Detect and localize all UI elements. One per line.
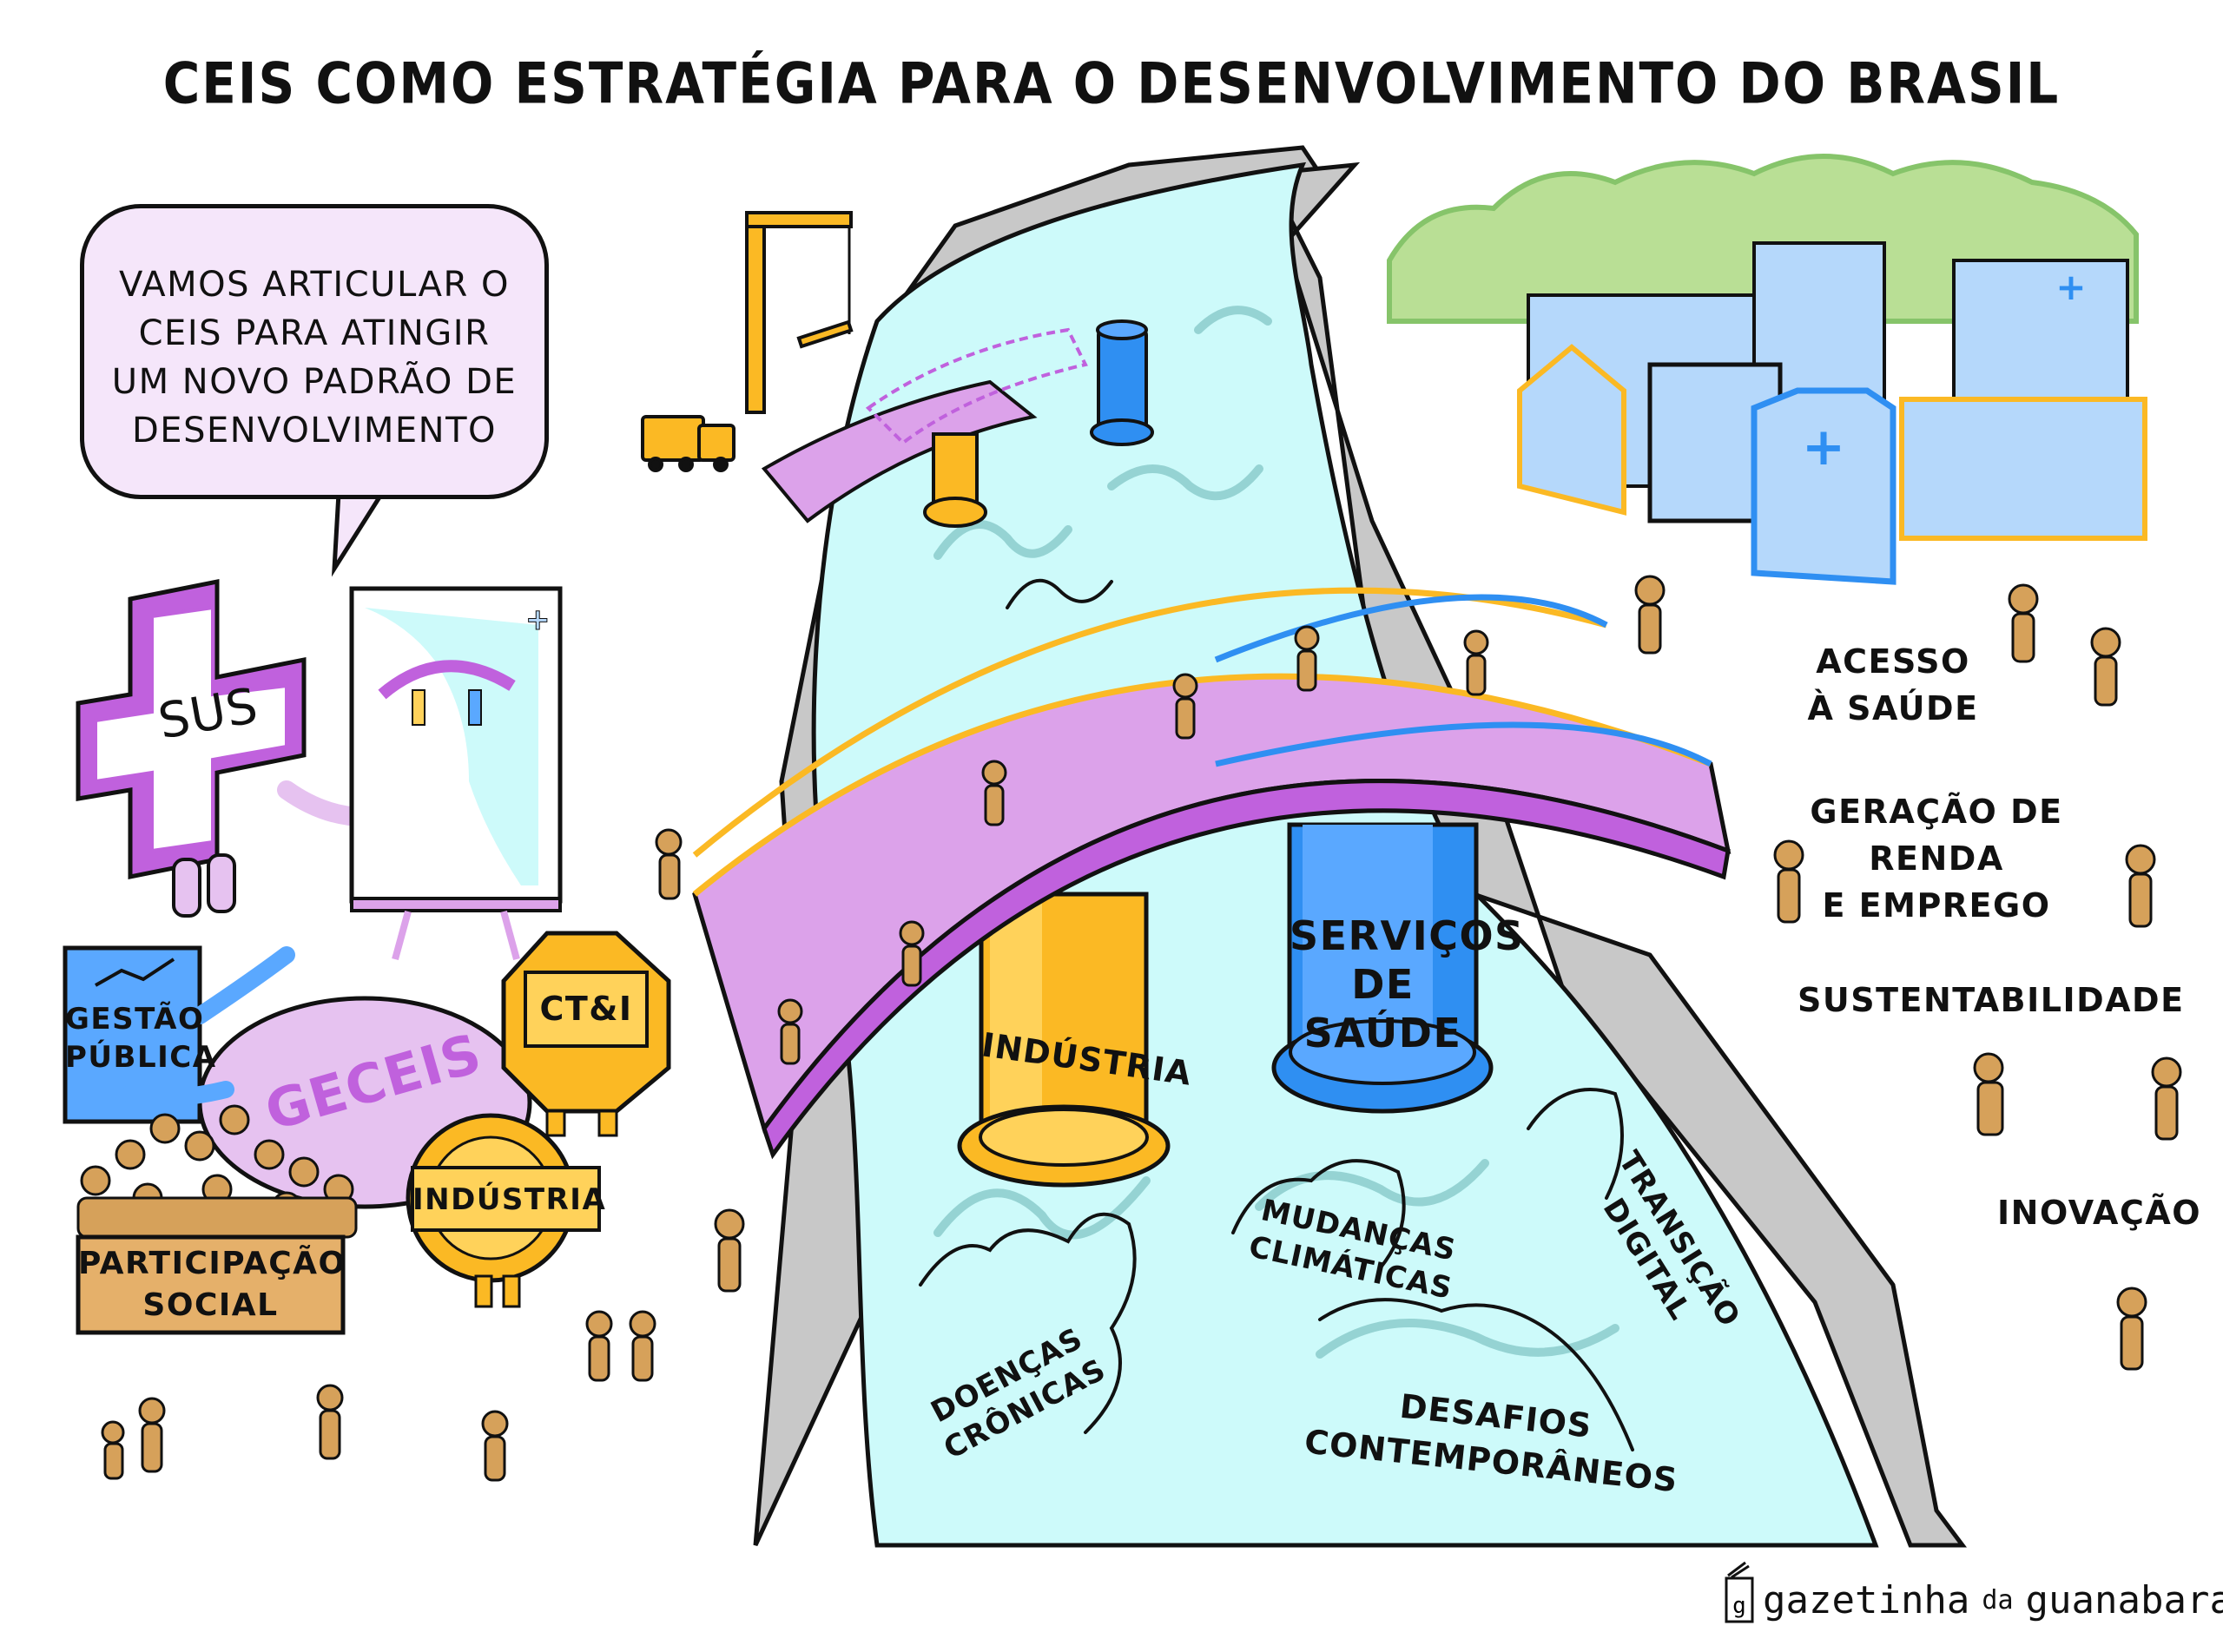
person	[1172, 673, 1198, 740]
speech-bubble-tail	[331, 491, 385, 577]
person	[1294, 625, 1320, 692]
pillar-servicos-saude	[1271, 822, 1494, 1114]
outcome-inovacao: INOVAÇÃO	[1997, 1194, 2202, 1232]
label-line: SERVIÇOS	[1290, 912, 1525, 959]
label-line: E EMPREGO	[1822, 886, 2051, 925]
ctei-character	[501, 931, 671, 1137]
construction-crane	[745, 211, 854, 414]
person	[2116, 1287, 2147, 1371]
page-title: CEIS COMO ESTRATÉGIA PARA O DESENVOLVIME…	[162, 49, 2061, 117]
person	[2151, 1056, 2182, 1141]
svg-text:+: +	[2055, 266, 2086, 308]
person	[899, 920, 925, 987]
person	[2090, 627, 2121, 707]
person	[1973, 1052, 2004, 1136]
svg-text:g: g	[1732, 1593, 1746, 1619]
person	[629, 1310, 656, 1382]
brand-logo: gazetinha da guanabara	[1763, 1578, 2223, 1622]
person	[981, 760, 1007, 826]
person	[777, 998, 803, 1065]
person	[585, 1310, 613, 1382]
outcome-geracao-renda-emprego: GERAÇÃO DE RENDA E EMPREGO	[1763, 788, 2110, 929]
person	[101, 1420, 125, 1480]
brand-name-part3: guanabara	[2025, 1578, 2223, 1622]
pillar-servicos-saude-label: SERVIÇOS DE SAÚDE	[1290, 912, 1525, 1057]
construction-truck	[641, 415, 736, 472]
label-line: PARTICIPAÇÃO	[78, 1246, 346, 1281]
person	[316, 1384, 344, 1460]
participacao-social-label: PARTICIPAÇÃO SOCIAL	[78, 1243, 346, 1326]
participacao-social-crowd	[76, 1104, 358, 1239]
gestao-publica-label: GESTÃO PÚBLICA	[65, 1000, 217, 1076]
person	[1773, 839, 1804, 924]
presentation-easel: +	[349, 586, 563, 961]
svg-text:+: +	[525, 602, 551, 637]
people-figures	[101, 575, 2182, 1482]
ctei-label: CT&I	[539, 990, 633, 1028]
speech-line: VAMOS ARTICULAR O	[118, 265, 510, 305]
speech-line: DESENVOLVIMENTO	[132, 411, 497, 451]
person	[655, 828, 683, 900]
river-ripple-lines	[919, 578, 1634, 1451]
label-line: GESTÃO	[65, 1002, 205, 1037]
pillar-industria	[957, 892, 1171, 1188]
label-line: ACESSO	[1816, 642, 1970, 681]
gazetinha-book-icon: g	[1725, 1561, 1754, 1623]
person	[1634, 575, 1666, 655]
label-line: À SAÚDE	[1807, 689, 1979, 727]
label-line: GERAÇÃO DE RENDA	[1810, 793, 2063, 878]
label-line: PÚBLICA	[65, 1040, 217, 1075]
svg-text:+: +	[1802, 417, 1845, 477]
label-line: DE	[1351, 961, 1415, 1008]
person	[2125, 844, 2156, 928]
participacao-social-sign	[76, 1234, 346, 1335]
speech-bubble-text: VAMOS ARTICULAR O CEIS PARA ATINGIR UM N…	[84, 260, 544, 455]
person	[138, 1397, 166, 1473]
person	[481, 1410, 509, 1482]
bridge-under-construction	[761, 319, 1154, 528]
industria-gear-character	[406, 1113, 601, 1308]
gestao-publica-character	[63, 945, 295, 1124]
brand-name-part2: da	[1982, 1585, 2014, 1616]
industria-gear-label: INDÚSTRIA	[412, 1182, 607, 1217]
speech-line: CEIS PARA ATINGIR	[138, 313, 491, 353]
city-illustration: + +	[1387, 154, 2147, 585]
speech-bubble: VAMOS ARTICULAR O CEIS PARA ATINGIR UM N…	[80, 204, 549, 499]
person	[2008, 583, 2039, 663]
label-line: SAÚDE	[1303, 1010, 1462, 1056]
outcome-sustentabilidade: SUSTENTABILIDADE	[1798, 981, 2185, 1019]
speech-line: UM NOVO PADRÃO DE	[111, 362, 518, 402]
outcome-acesso-saude: ACESSO À SAÚDE	[1789, 638, 1997, 732]
person	[1463, 629, 1489, 696]
person	[714, 1208, 745, 1293]
main-bridge	[692, 587, 1732, 1160]
label-line: SOCIAL	[142, 1287, 279, 1323]
brand-name-part1: gazetinha	[1763, 1578, 1970, 1622]
